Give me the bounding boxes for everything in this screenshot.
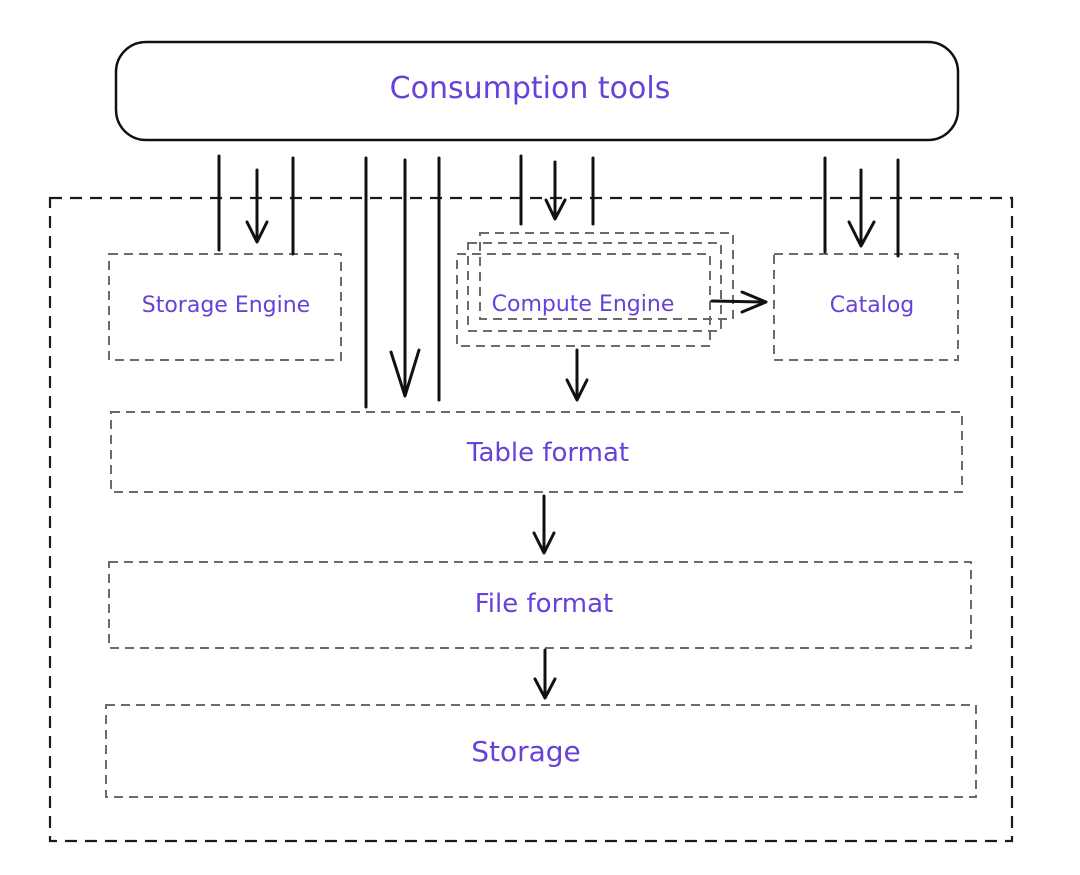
down-arrow-icon: [389, 158, 421, 398]
pipe-to-table-format: [364, 156, 441, 409]
arrow-file-format-to-storage: [533, 648, 557, 700]
arrow-table-to-file-format: [532, 494, 556, 555]
down-arrow-icon: [532, 494, 556, 555]
right-arrow-icon: [710, 290, 768, 314]
compute-engine-label: Compute Engine: [492, 292, 675, 317]
pipe-to-storage-engine: [217, 154, 295, 256]
storage-engine-box[interactable]: Storage Engine: [108, 253, 342, 361]
platform-boundary: [48, 196, 1014, 843]
down-arrow-icon: [245, 168, 269, 244]
catalog-label: Catalog: [830, 293, 915, 318]
table-format-box[interactable]: Table format: [110, 411, 963, 493]
table-format-label: Table format: [466, 438, 629, 468]
pipe-to-catalog: [823, 156, 900, 258]
compute-engine-stack-middle: [467, 242, 722, 332]
compute-engine-stack-back: [479, 232, 734, 320]
arrow-compute-to-catalog: [710, 290, 768, 314]
arrow-compute-to-table-format: [565, 348, 589, 402]
catalog-box[interactable]: Catalog: [773, 253, 959, 361]
down-arrow-icon: [565, 348, 589, 402]
consumption-tools-box[interactable]: Consumption tools: [114, 40, 960, 142]
file-format-label: File format: [475, 589, 614, 619]
storage-label: Storage: [471, 735, 581, 768]
storage-engine-label: Storage Engine: [142, 293, 310, 318]
consumption-tools-label: Consumption tools: [390, 71, 671, 106]
compute-engine-stack-front: [456, 253, 711, 347]
compute-engine-box[interactable]: Compute Engine: [456, 232, 734, 347]
down-arrow-icon: [847, 168, 876, 248]
down-arrow-icon: [544, 160, 567, 221]
pipe-to-compute-engine: [519, 154, 595, 226]
down-arrow-icon: [533, 648, 557, 700]
file-format-box[interactable]: File format: [108, 561, 972, 649]
storage-box[interactable]: Storage: [105, 704, 977, 798]
